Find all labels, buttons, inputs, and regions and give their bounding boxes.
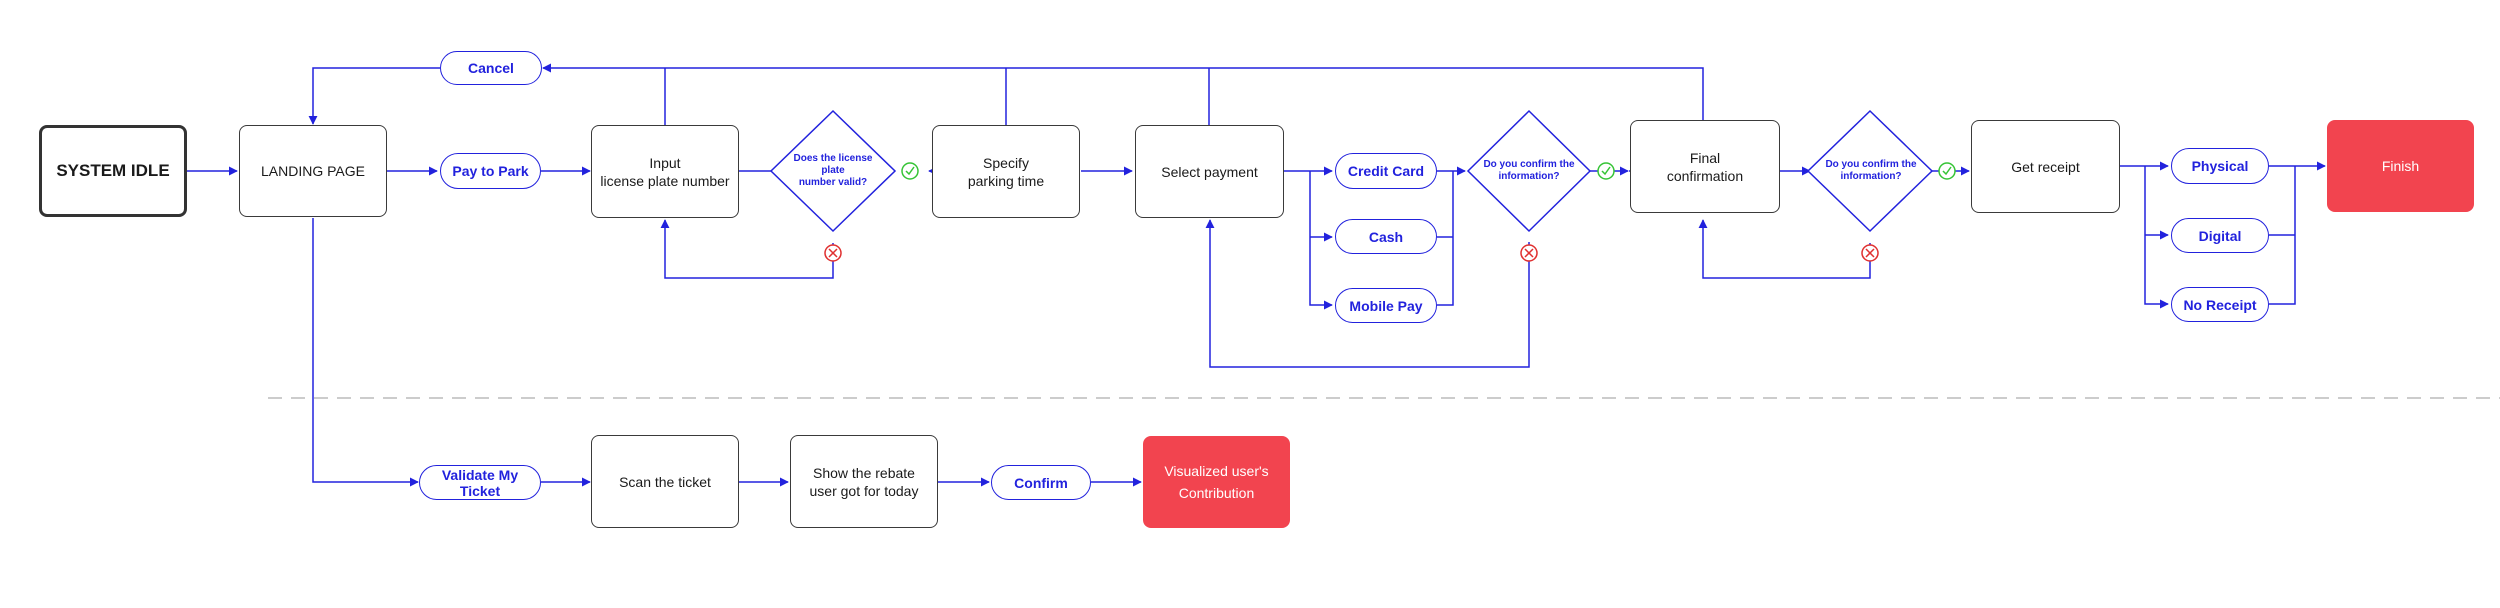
input-license-plate-node: Input license plate number — [591, 125, 739, 218]
get-receipt-node: Get receipt — [1971, 120, 2120, 213]
scan-ticket-node: Scan the ticket — [591, 435, 739, 528]
cross-icon — [1861, 244, 1879, 262]
visualized-contribution-node: Visualized user's Contribution — [1143, 436, 1290, 528]
no-markers — [824, 244, 1879, 262]
finish-node: Finish — [2327, 120, 2474, 212]
digital-receipt-option: Digital — [2171, 218, 2269, 253]
mobile-pay-option: Mobile Pay — [1335, 288, 1437, 323]
no-receipt-option: No Receipt — [2171, 287, 2269, 322]
confirm-information-decision-1: Do you confirm the information? — [1483, 159, 1575, 182]
connectors — [187, 63, 2326, 487]
plate-valid-decision: Does the license plate number valid? — [793, 153, 873, 188]
system-idle-node: SYSTEM IDLE — [39, 125, 187, 217]
cash-option: Cash — [1335, 219, 1437, 254]
decision-shapes — [769, 109, 1934, 233]
credit-card-option: Credit Card — [1335, 153, 1437, 189]
select-payment-node: Select payment — [1135, 125, 1284, 218]
pay-to-park-node: Pay to Park — [440, 153, 541, 189]
specify-parking-time-node: Specify parking time — [932, 125, 1080, 218]
physical-receipt-option: Physical — [2171, 148, 2269, 184]
cancel-node: Cancel — [440, 51, 542, 85]
cross-icon — [824, 244, 842, 262]
validate-ticket-node: Validate My Ticket — [419, 465, 541, 500]
cross-icon — [1520, 244, 1538, 262]
check-icon — [901, 162, 919, 180]
show-rebate-node: Show the rebate user got for today — [790, 435, 938, 528]
check-icon — [1938, 162, 1956, 180]
confirm-information-decision-2: Do you confirm the information? — [1825, 159, 1917, 182]
landing-page-node: LANDING PAGE — [239, 125, 387, 217]
check-icon — [1597, 162, 1615, 180]
confirm-node: Confirm — [991, 465, 1091, 500]
final-confirmation-node: Final confirmation — [1630, 120, 1780, 213]
yes-markers — [901, 162, 1956, 180]
